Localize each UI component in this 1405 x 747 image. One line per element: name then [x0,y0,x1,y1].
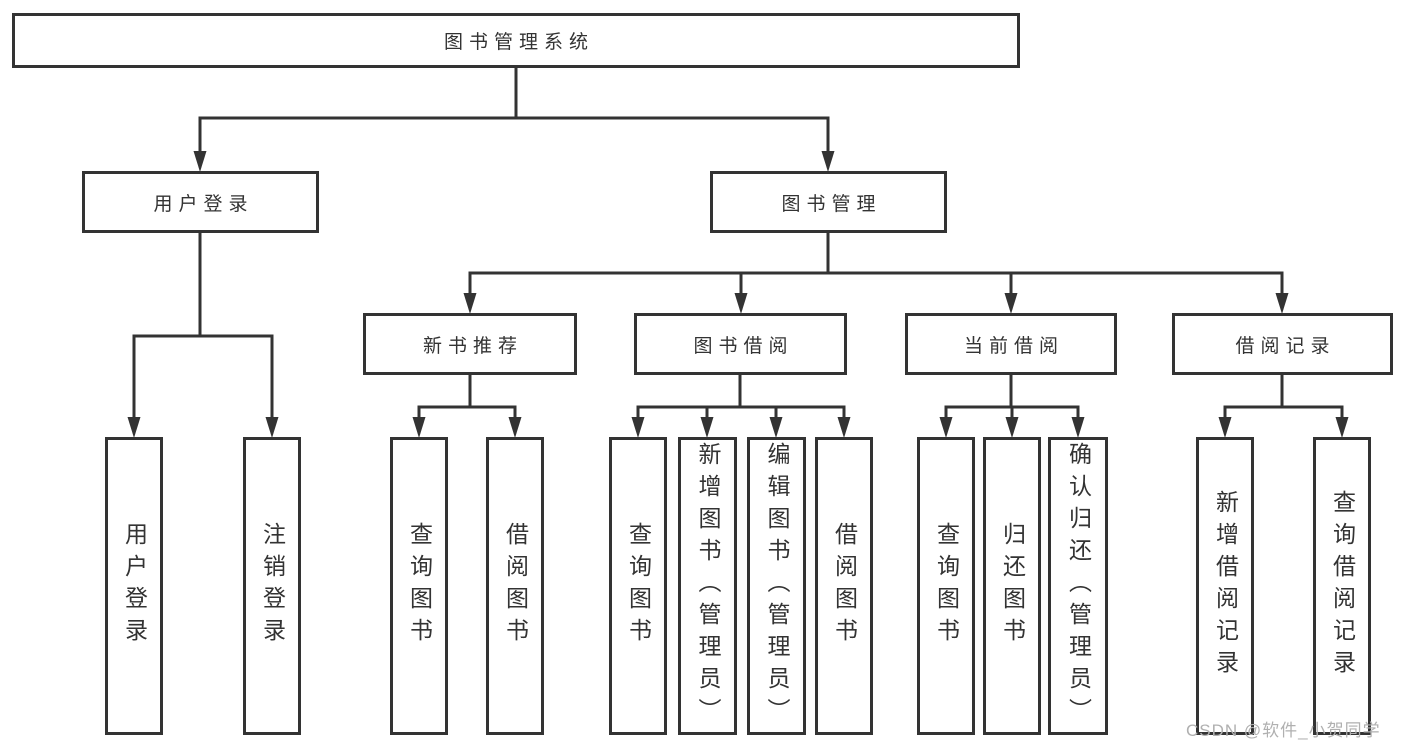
leaf-borrow-books-recommend: 借阅图书 [486,437,544,735]
leaf-logout-login: 注销登录 [243,437,301,735]
leaf-edit-books-admin: 编辑图书（管理员） [747,437,806,735]
leaf-confirm-return-admin: 确认归还（管理员） [1048,437,1108,735]
node-user-login: 用户登录 [82,171,319,233]
leaf-query-books-borrowing: 查询图书 [609,437,667,735]
node-borrowing-records: 借阅记录 [1172,313,1393,375]
leaf-return-books: 归还图书 [983,437,1041,735]
leaf-query-borrow-record: 查询借阅记录 [1313,437,1371,735]
leaf-borrow-books-borrowing: 借阅图书 [815,437,873,735]
node-library-management-system: 图书管理系统 [12,13,1020,68]
node-book-management: 图书管理 [710,171,947,233]
leaf-query-books-recommend: 查询图书 [390,437,448,735]
node-book-borrowing: 图书借阅 [634,313,847,375]
leaf-add-books-admin: 新增图书（管理员） [678,437,737,735]
node-current-borrowing: 当前借阅 [905,313,1117,375]
node-new-book-recommendation: 新书推荐 [363,313,577,375]
leaf-query-books-current: 查询图书 [917,437,975,735]
leaf-user-login: 用户登录 [105,437,163,735]
leaf-add-borrow-record: 新增借阅记录 [1196,437,1254,735]
csdn-watermark: CSDN @软件_小贺同学 [1186,721,1381,740]
